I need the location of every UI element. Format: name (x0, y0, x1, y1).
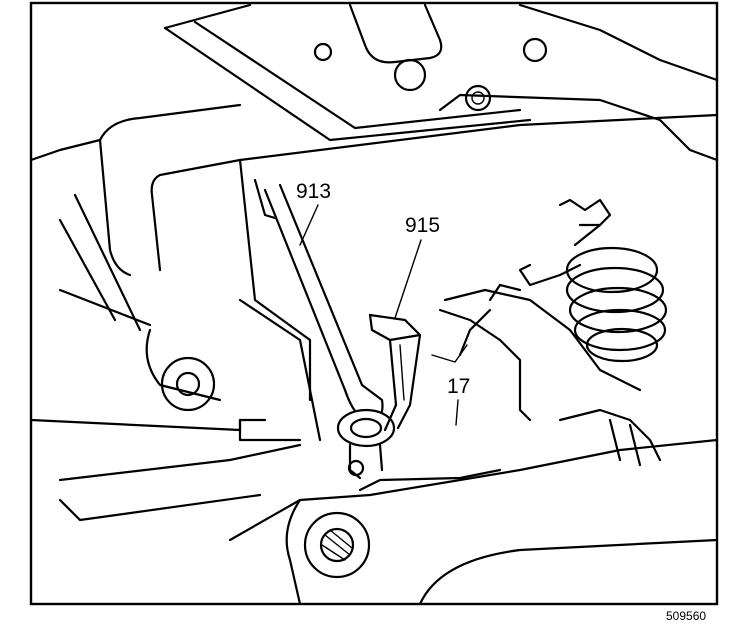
upper-casting (163, 3, 719, 162)
leader-lines (299, 204, 468, 426)
callout-915: 915 (405, 214, 440, 237)
callout-913: 913 (296, 180, 331, 203)
manual-valve-link-913 (263, 183, 396, 480)
central-opening (238, 113, 719, 442)
figure-number: 509560 (666, 609, 706, 623)
callout-17: 17 (447, 375, 470, 398)
diagram-frame (29, 1, 719, 606)
detent-spring-assembly (438, 198, 668, 467)
retainer-clip-915 (368, 313, 422, 432)
lower-casting (228, 438, 719, 606)
left-housing (29, 103, 302, 522)
